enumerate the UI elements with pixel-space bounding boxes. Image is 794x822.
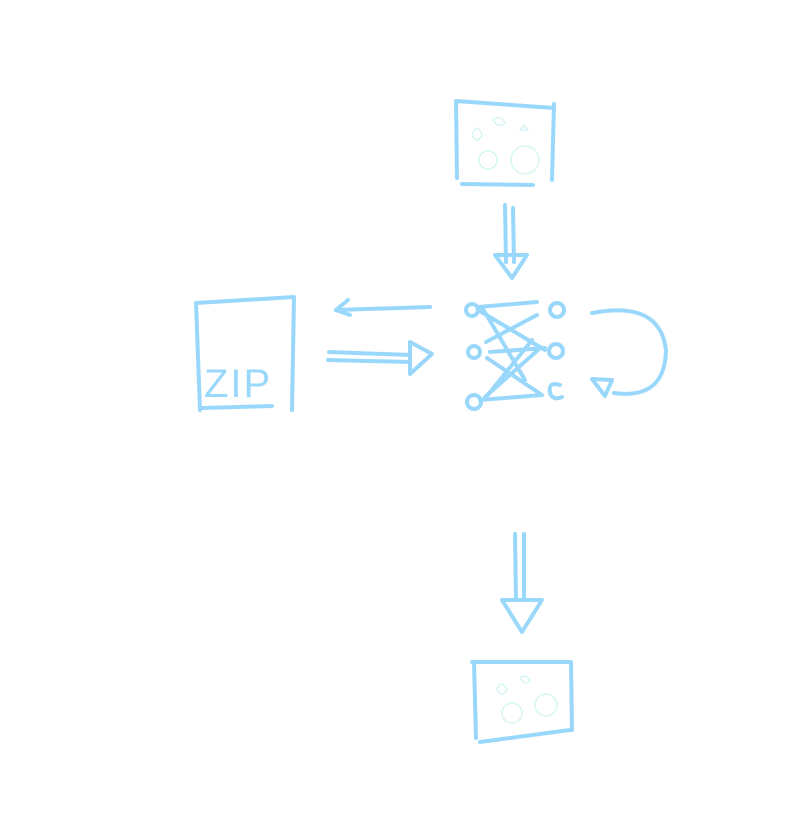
output-image-icon — [470, 660, 574, 744]
arrow-down-icon — [493, 203, 529, 280]
loop-arrow-icon — [590, 308, 668, 398]
neural-network-icon — [464, 300, 566, 411]
zip-label: ZIP — [204, 362, 272, 406]
arrow-right-icon — [326, 340, 434, 376]
zip-archive-icon: ZIP — [194, 295, 296, 412]
arrow-left-icon — [334, 298, 432, 317]
input-image-icon — [454, 99, 556, 187]
arrow-down-icon — [500, 532, 544, 634]
